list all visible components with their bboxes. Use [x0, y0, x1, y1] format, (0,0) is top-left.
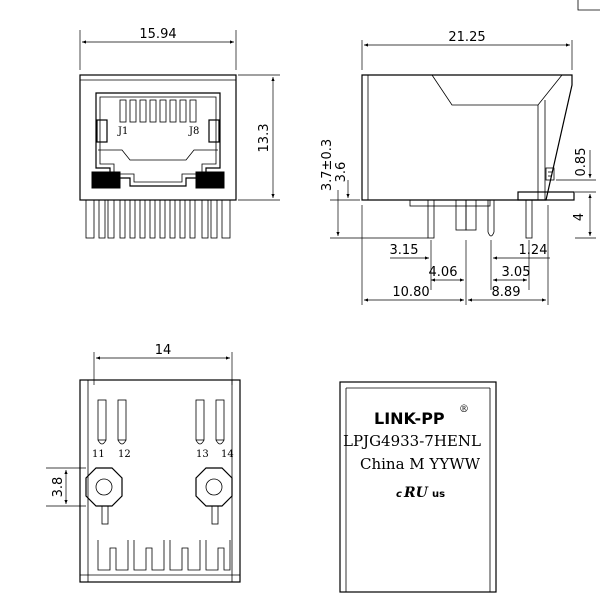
side-length-dim: 21.25 — [448, 30, 485, 45]
contact-pins — [119, 99, 197, 123]
frame-corner — [577, 0, 600, 11]
pin-label-j1: J1 — [117, 126, 128, 137]
front-view: 15.94 J1 J8 — [79, 27, 280, 239]
cert-c: c — [396, 489, 402, 500]
mounting-post-left — [85, 467, 123, 507]
cert-ru: RU — [403, 485, 429, 501]
side-total-height-dim: 3.7±0.3 — [320, 139, 335, 191]
dim-1-24: 1.24 — [519, 243, 548, 258]
pin-label-11: 11 — [92, 449, 105, 460]
side-view: 21.25 0.85 4 3.7±0.3 3.6 — [320, 30, 596, 305]
front-leads — [85, 199, 231, 239]
pin-label-j8: J8 — [188, 126, 199, 137]
origin-line: China M YYWW — [360, 455, 481, 473]
dim-3-05: 3.05 — [502, 265, 531, 280]
registered-mark: ® — [459, 404, 469, 415]
dim-10-80: 10.80 — [392, 285, 429, 300]
dim-4-06: 4.06 — [429, 265, 458, 280]
brand-name: LINK-PP — [374, 409, 445, 428]
front-height-dim: 13.3 — [257, 124, 272, 153]
part-number: LPJG4933-7HENL — [343, 432, 481, 450]
ul-cert-mark: c RU us — [396, 485, 445, 501]
side-tab-dim: 0.85 — [574, 148, 589, 177]
led-block-right — [195, 171, 225, 189]
pin-label-12: 12 — [118, 449, 131, 460]
cert-us: us — [432, 489, 445, 500]
bottom-post-dim: 3.8 — [51, 477, 66, 498]
dim-3-15: 3.15 — [390, 243, 419, 258]
pin-label-13: 13 — [196, 449, 209, 460]
marking-view: LINK-PP ® LPJG4933-7HENL China M YYWW c … — [339, 381, 497, 593]
side-body-offset-dim: 3.6 — [334, 162, 349, 183]
bottom-contacts — [97, 540, 231, 571]
bottom-view: 14 11 12 13 14 3.8 — [46, 343, 241, 583]
front-width-dim: 15.94 — [139, 27, 176, 42]
mounting-post-right — [195, 467, 233, 507]
pin-label-14: 14 — [221, 449, 234, 460]
dim-8-89: 8.89 — [492, 285, 521, 300]
pin-length-dim: 4 — [572, 213, 587, 221]
led-block-left — [91, 171, 121, 189]
bottom-width-dim: 14 — [155, 343, 172, 358]
